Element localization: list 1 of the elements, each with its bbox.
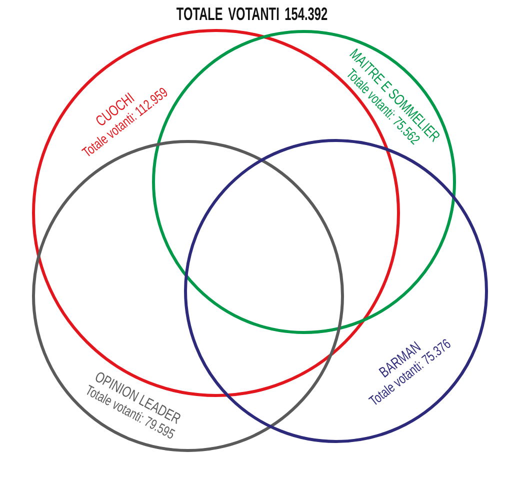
- diagram-title: TOTALE VOTANTI 154.392: [176, 4, 328, 24]
